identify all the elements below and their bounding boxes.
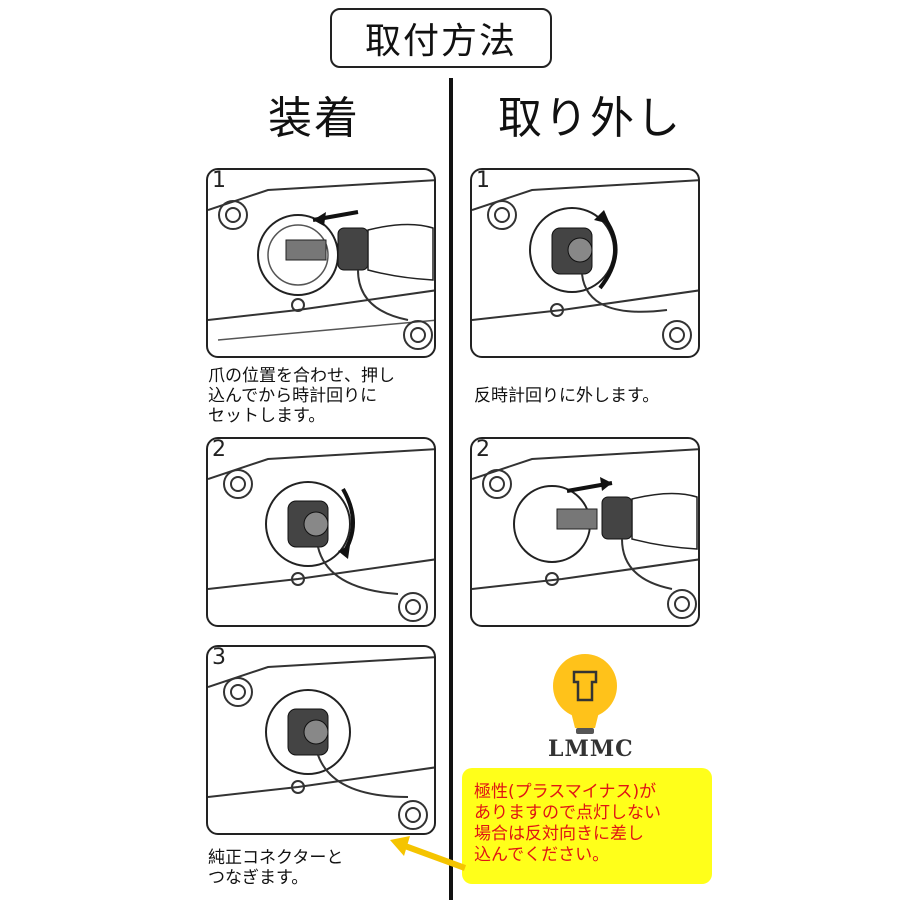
step-number: 1 xyxy=(212,168,226,193)
install-heading: 装着 xyxy=(268,93,360,144)
remove-heading: 取り外し xyxy=(498,93,682,144)
install-step3-caption: 純正コネクターと つなぎます。 xyxy=(208,848,344,888)
headlight-illustration xyxy=(472,179,698,350)
step-number: 2 xyxy=(476,437,490,462)
headlight-illustration xyxy=(208,448,434,622)
headlight-illustration xyxy=(208,179,434,350)
install-step2-illustration: 2 xyxy=(206,437,436,627)
headlight-illustration xyxy=(208,656,434,830)
install-step3-illustration: 3 xyxy=(206,645,436,835)
headlight-illustration xyxy=(472,448,698,619)
remove-step1-illustration: 1 xyxy=(470,168,700,358)
remove-step1-caption: 反時計回りに外します。 xyxy=(474,386,660,406)
step-number: 1 xyxy=(476,168,490,193)
remove-step2-illustration: 2 xyxy=(470,437,700,627)
column-divider xyxy=(449,78,453,900)
step-number: 3 xyxy=(212,645,226,670)
bulb-logo-icon xyxy=(553,654,617,734)
page-title: 取付方法 xyxy=(330,8,552,68)
pointer-arrow-icon xyxy=(390,836,467,871)
polarity-note: 極性(プラスマイナス)が ありますので点灯しない 場合は反対向きに差し 込んでく… xyxy=(462,768,712,884)
brand-logo-text: LMMC xyxy=(548,736,634,762)
step-number: 2 xyxy=(212,437,226,462)
install-step1-illustration: 1 xyxy=(206,168,436,358)
install-step1-caption: 爪の位置を合わせ、押し 込んでから時計回りに セットします。 xyxy=(208,366,395,426)
